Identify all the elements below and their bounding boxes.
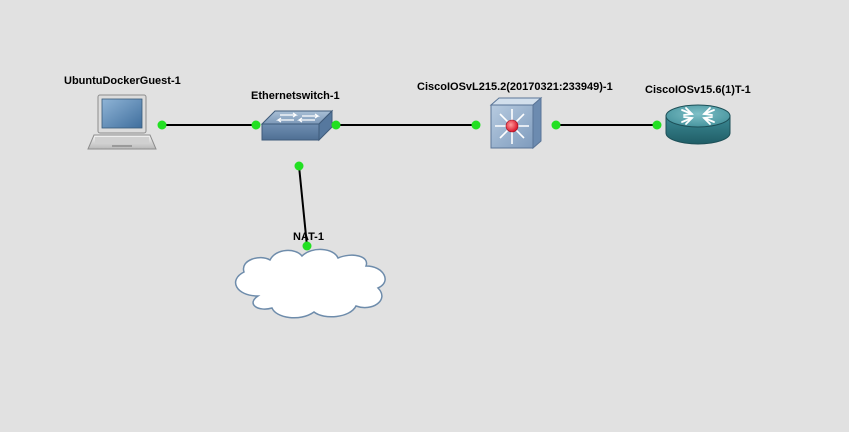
port-status-dot[interactable]	[302, 241, 312, 251]
node-label-cisco-iosv-router: CiscoIOSv15.6(1)T-1	[645, 84, 751, 96]
node-label-cisco-iosvl2: CiscoIOSvL215.2(20170321:233949)-1	[417, 81, 613, 93]
port-status-dot[interactable]	[471, 120, 481, 130]
node-label-ubuntu: UbuntuDockerGuest-1	[64, 75, 181, 87]
ethernet-switch-icon	[260, 109, 334, 142]
node-cisco-iosv-router[interactable]: CiscoIOSv15.6(1)T-1	[645, 84, 751, 145]
router-icon	[665, 104, 731, 145]
port-status-dot[interactable]	[652, 120, 662, 130]
cloud-icon	[234, 248, 386, 319]
node-cisco-iosvl2[interactable]: CiscoIOSvL215.2(20170321:233949)-1	[417, 81, 613, 150]
node-ubuntu[interactable]: UbuntuDockerGuest-1	[64, 75, 181, 150]
multilayer-switch-icon	[489, 96, 543, 150]
laptop-icon	[87, 94, 157, 150]
port-status-dot[interactable]	[331, 120, 341, 130]
node-label-nat: NAT-1	[293, 231, 324, 243]
port-status-dot[interactable]	[294, 161, 304, 171]
port-status-dot[interactable]	[251, 120, 261, 130]
port-status-dot[interactable]	[157, 120, 167, 130]
node-label-ethernet-switch: Ethernetswitch-1	[251, 90, 340, 102]
node-ethernet-switch[interactable]: Ethernetswitch-1	[251, 90, 340, 142]
port-status-dot[interactable]	[551, 120, 561, 130]
node-nat[interactable]: NAT-1	[234, 231, 386, 319]
link-switch-nat[interactable]	[298, 165, 308, 247]
